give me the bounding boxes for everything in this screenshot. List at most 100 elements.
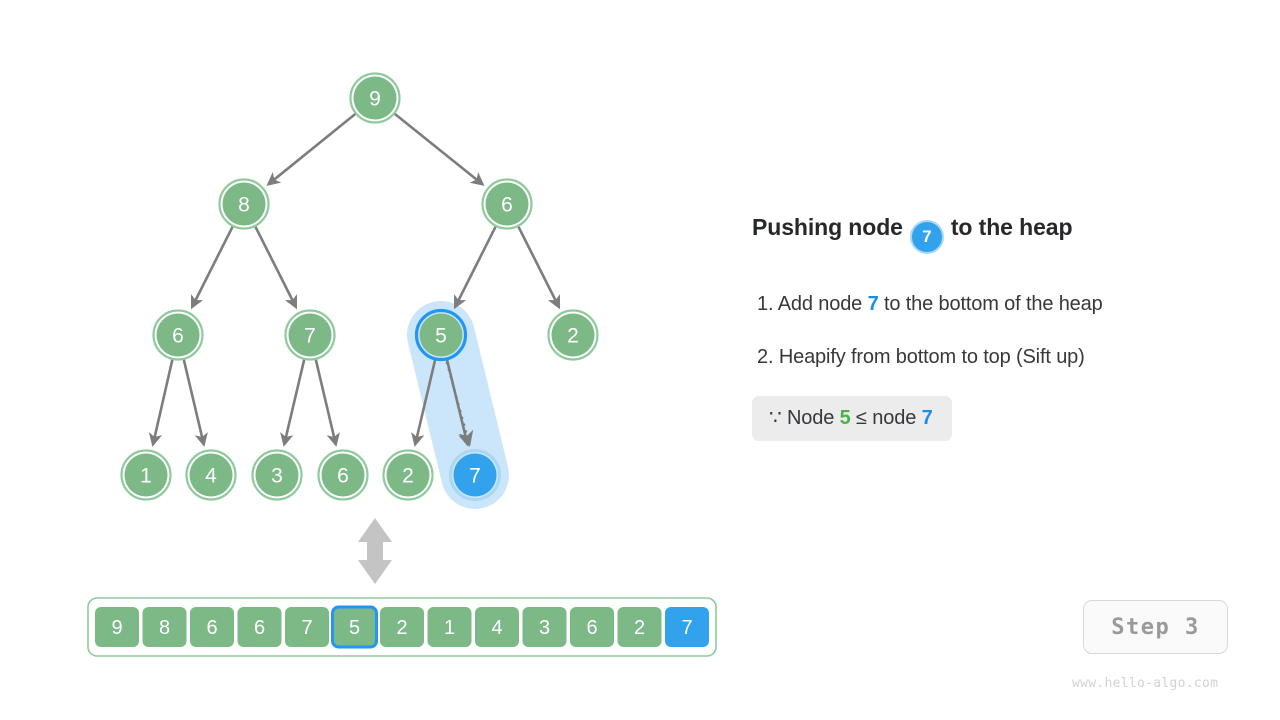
tree-edge — [454, 224, 498, 310]
tree-node[interactable]: 6 — [481, 178, 533, 230]
array-cell-label: 5 — [349, 617, 360, 639]
array-cell[interactable]: 9 — [95, 607, 139, 647]
array-cell-label: 1 — [444, 617, 455, 639]
array-cell-label: 7 — [301, 617, 312, 639]
reason-left-value: 5 — [839, 407, 851, 429]
tree-node[interactable]: 3 — [251, 449, 303, 501]
array-cell-label: 2 — [634, 617, 645, 639]
tree-node[interactable]: 7 — [284, 309, 336, 361]
array-cell-box — [285, 607, 329, 647]
tree-node-circle — [222, 182, 266, 226]
step-1-value: 7 — [867, 293, 879, 315]
tree-node-circle — [288, 313, 332, 357]
array-cell[interactable]: 7 — [285, 607, 329, 647]
tree-node[interactable]: 5 — [414, 308, 468, 362]
tree-edge — [314, 358, 340, 447]
array-cell[interactable]: 6 — [237, 607, 282, 647]
array-cell[interactable]: 3 — [522, 607, 567, 647]
reason-operator: ≤ — [856, 407, 867, 429]
tree-node[interactable]: 8 — [218, 178, 270, 230]
array-cell[interactable]: 7 — [665, 607, 709, 647]
tree-node-ring — [481, 178, 533, 230]
tree-node[interactable]: 1 — [120, 449, 172, 501]
tree-node-circle — [321, 453, 365, 497]
tree-edge — [148, 358, 174, 447]
tree-node-label: 2 — [567, 325, 579, 348]
array-cell[interactable]: 6 — [190, 607, 234, 647]
tree-edge — [280, 358, 306, 447]
reason-badge: ∵ Node 5 ≤ node 7 — [752, 396, 952, 441]
array-cell-label: 9 — [111, 617, 122, 639]
array-cell[interactable]: 4 — [475, 607, 519, 647]
array-container — [87, 597, 717, 657]
tree-edge — [191, 224, 235, 310]
tree-node-circle — [156, 313, 200, 357]
array-cell-box — [331, 605, 378, 649]
tree-node-layer: 9 8 6 6 7 5 2 1 4 3 6 2 7 — [120, 72, 599, 501]
tree-node-circle — [189, 453, 233, 497]
tree-node[interactable]: 9 — [349, 72, 401, 124]
tree-node-circle — [124, 453, 168, 497]
tree-node-ring — [317, 449, 369, 501]
tree-node-label: 6 — [172, 325, 184, 348]
array-cell-label: 6 — [586, 617, 597, 639]
title-prefix: Pushing node — [752, 214, 903, 240]
array-cell-box — [380, 607, 424, 647]
tree-node-ring — [185, 449, 237, 501]
tree-edge — [516, 224, 560, 310]
tree-edge — [392, 112, 485, 186]
title-node-badge: 7 — [909, 220, 944, 254]
array-cell-box — [190, 607, 234, 647]
tree-node[interactable]: 4 — [185, 449, 237, 501]
array-cell-label: 4 — [491, 617, 502, 639]
step-2-index: 2. — [757, 346, 774, 368]
tree-node[interactable]: 2 — [547, 309, 599, 361]
tree-edge-layer — [148, 112, 560, 447]
array-cell[interactable]: 8 — [142, 607, 187, 647]
array-cell[interactable]: 1 — [427, 607, 472, 647]
tree-edge — [253, 224, 297, 310]
tree-node-label: 4 — [205, 465, 217, 488]
step-item-1: 1. Add node 7 to the bottom of the heap — [757, 293, 1103, 316]
title-suffix: to the heap — [950, 214, 1073, 240]
array-cell[interactable]: 6 — [570, 607, 614, 647]
reason-right-value: 7 — [921, 407, 933, 429]
reason-before: Node — [787, 407, 835, 429]
tree-edge — [411, 358, 437, 447]
array-cell-label: 8 — [159, 617, 170, 639]
array-cell-box — [142, 607, 187, 647]
array-cell[interactable]: 5 — [331, 605, 378, 649]
reason-middle: node — [872, 407, 917, 429]
tree-node-ring — [251, 449, 303, 501]
watermark: www.hello-algo.com — [1072, 676, 1219, 691]
array-cell-box — [237, 607, 282, 647]
tree-edge — [266, 112, 358, 186]
tree-node[interactable]: 7 — [449, 449, 501, 501]
tree-node-ring — [120, 449, 172, 501]
tree-array-link-arrow — [358, 518, 392, 584]
tree-node[interactable]: 2 — [382, 449, 434, 501]
tree-node-ring — [547, 309, 599, 361]
tree-node-ring — [349, 72, 401, 124]
array-cell-box — [475, 607, 519, 647]
array-cell[interactable]: 2 — [617, 607, 662, 647]
tree-node-label: 7 — [304, 325, 316, 348]
array-cell-box — [95, 607, 139, 647]
array-cell-label: 2 — [396, 617, 407, 639]
tree-node-circle — [255, 453, 299, 497]
array-cell[interactable]: 2 — [380, 607, 424, 647]
tree-node-ring — [382, 449, 434, 501]
step-counter-badge: Step 3 — [1083, 600, 1228, 654]
tree-node-ring — [152, 309, 204, 361]
tree-node-label: 3 — [271, 465, 283, 488]
tree-node-circle — [353, 76, 397, 120]
array-cell-box — [665, 607, 709, 647]
tree-node[interactable]: 6 — [152, 309, 204, 361]
because-symbol: ∵ — [769, 407, 782, 429]
tree-node[interactable]: 6 — [317, 449, 369, 501]
tree-node-label: 2 — [402, 465, 414, 488]
